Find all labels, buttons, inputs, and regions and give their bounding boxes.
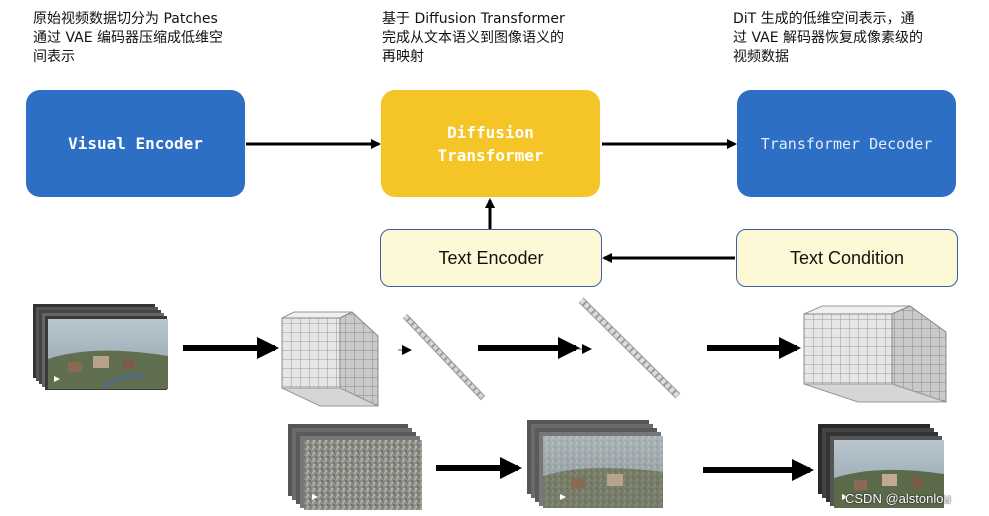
transformer-decoder-box: Transformer Decoder bbox=[737, 90, 956, 197]
patch-sequence-2 bbox=[578, 297, 681, 399]
partially-denoised-frames bbox=[527, 420, 663, 508]
text-condition-label: Text Condition bbox=[789, 247, 905, 268]
patch-sequence-1 bbox=[402, 313, 486, 401]
caption-left-line-2: 通过 VAE 编码器压缩成低维空 bbox=[33, 30, 224, 46]
noisy-video-frames bbox=[288, 424, 422, 510]
watermark: CSDN @alstonlou bbox=[845, 491, 951, 506]
caption-right-line-1: DiT 生成的低维空间表示，通 bbox=[733, 11, 915, 27]
caption-middle-line-3: 再映射 bbox=[382, 49, 424, 65]
text-encoder-box: Text Encoder bbox=[380, 229, 602, 287]
caption-right-line-2: 过 VAE 解码器恢复成像素级的 bbox=[733, 30, 924, 46]
diffusion-transformer-box: Diffusion Transformer bbox=[381, 90, 600, 197]
visual-encoder-label: Visual Encoder bbox=[68, 134, 203, 153]
transformer-decoder-label: Transformer Decoder bbox=[760, 134, 933, 153]
visual-encoder-box: Visual Encoder bbox=[26, 90, 245, 197]
input-video-frames bbox=[33, 304, 168, 391]
caption-middle-line-2: 完成从文本语义到图像语义的 bbox=[382, 30, 564, 46]
caption-left-line-3: 间表示 bbox=[33, 49, 75, 65]
text-condition-box: Text Condition bbox=[736, 229, 958, 287]
caption-left: 原始视频数据切分为 Patches 通过 VAE 编码器压缩成低维空 间表示 bbox=[33, 10, 223, 67]
final-video-frames bbox=[818, 424, 944, 508]
caption-middle: 基于 Diffusion Transformer 完成从文本语义到图像语义的 再… bbox=[382, 10, 565, 67]
diffusion-transformer-label: Diffusion Transformer bbox=[437, 122, 544, 165]
caption-middle-line-1: 基于 Diffusion Transformer bbox=[382, 11, 565, 27]
text-encoder-label: Text Encoder bbox=[438, 247, 544, 268]
latent-cube-block-1 bbox=[281, 311, 379, 407]
caption-right-line-3: 视频数据 bbox=[733, 49, 789, 65]
caption-left-line-1: 原始视频数据切分为 Patches bbox=[33, 11, 218, 27]
caption-right: DiT 生成的低维空间表示，通 过 VAE 解码器恢复成像素级的 视频数据 bbox=[733, 10, 923, 67]
latent-cube-block-2 bbox=[803, 305, 947, 403]
